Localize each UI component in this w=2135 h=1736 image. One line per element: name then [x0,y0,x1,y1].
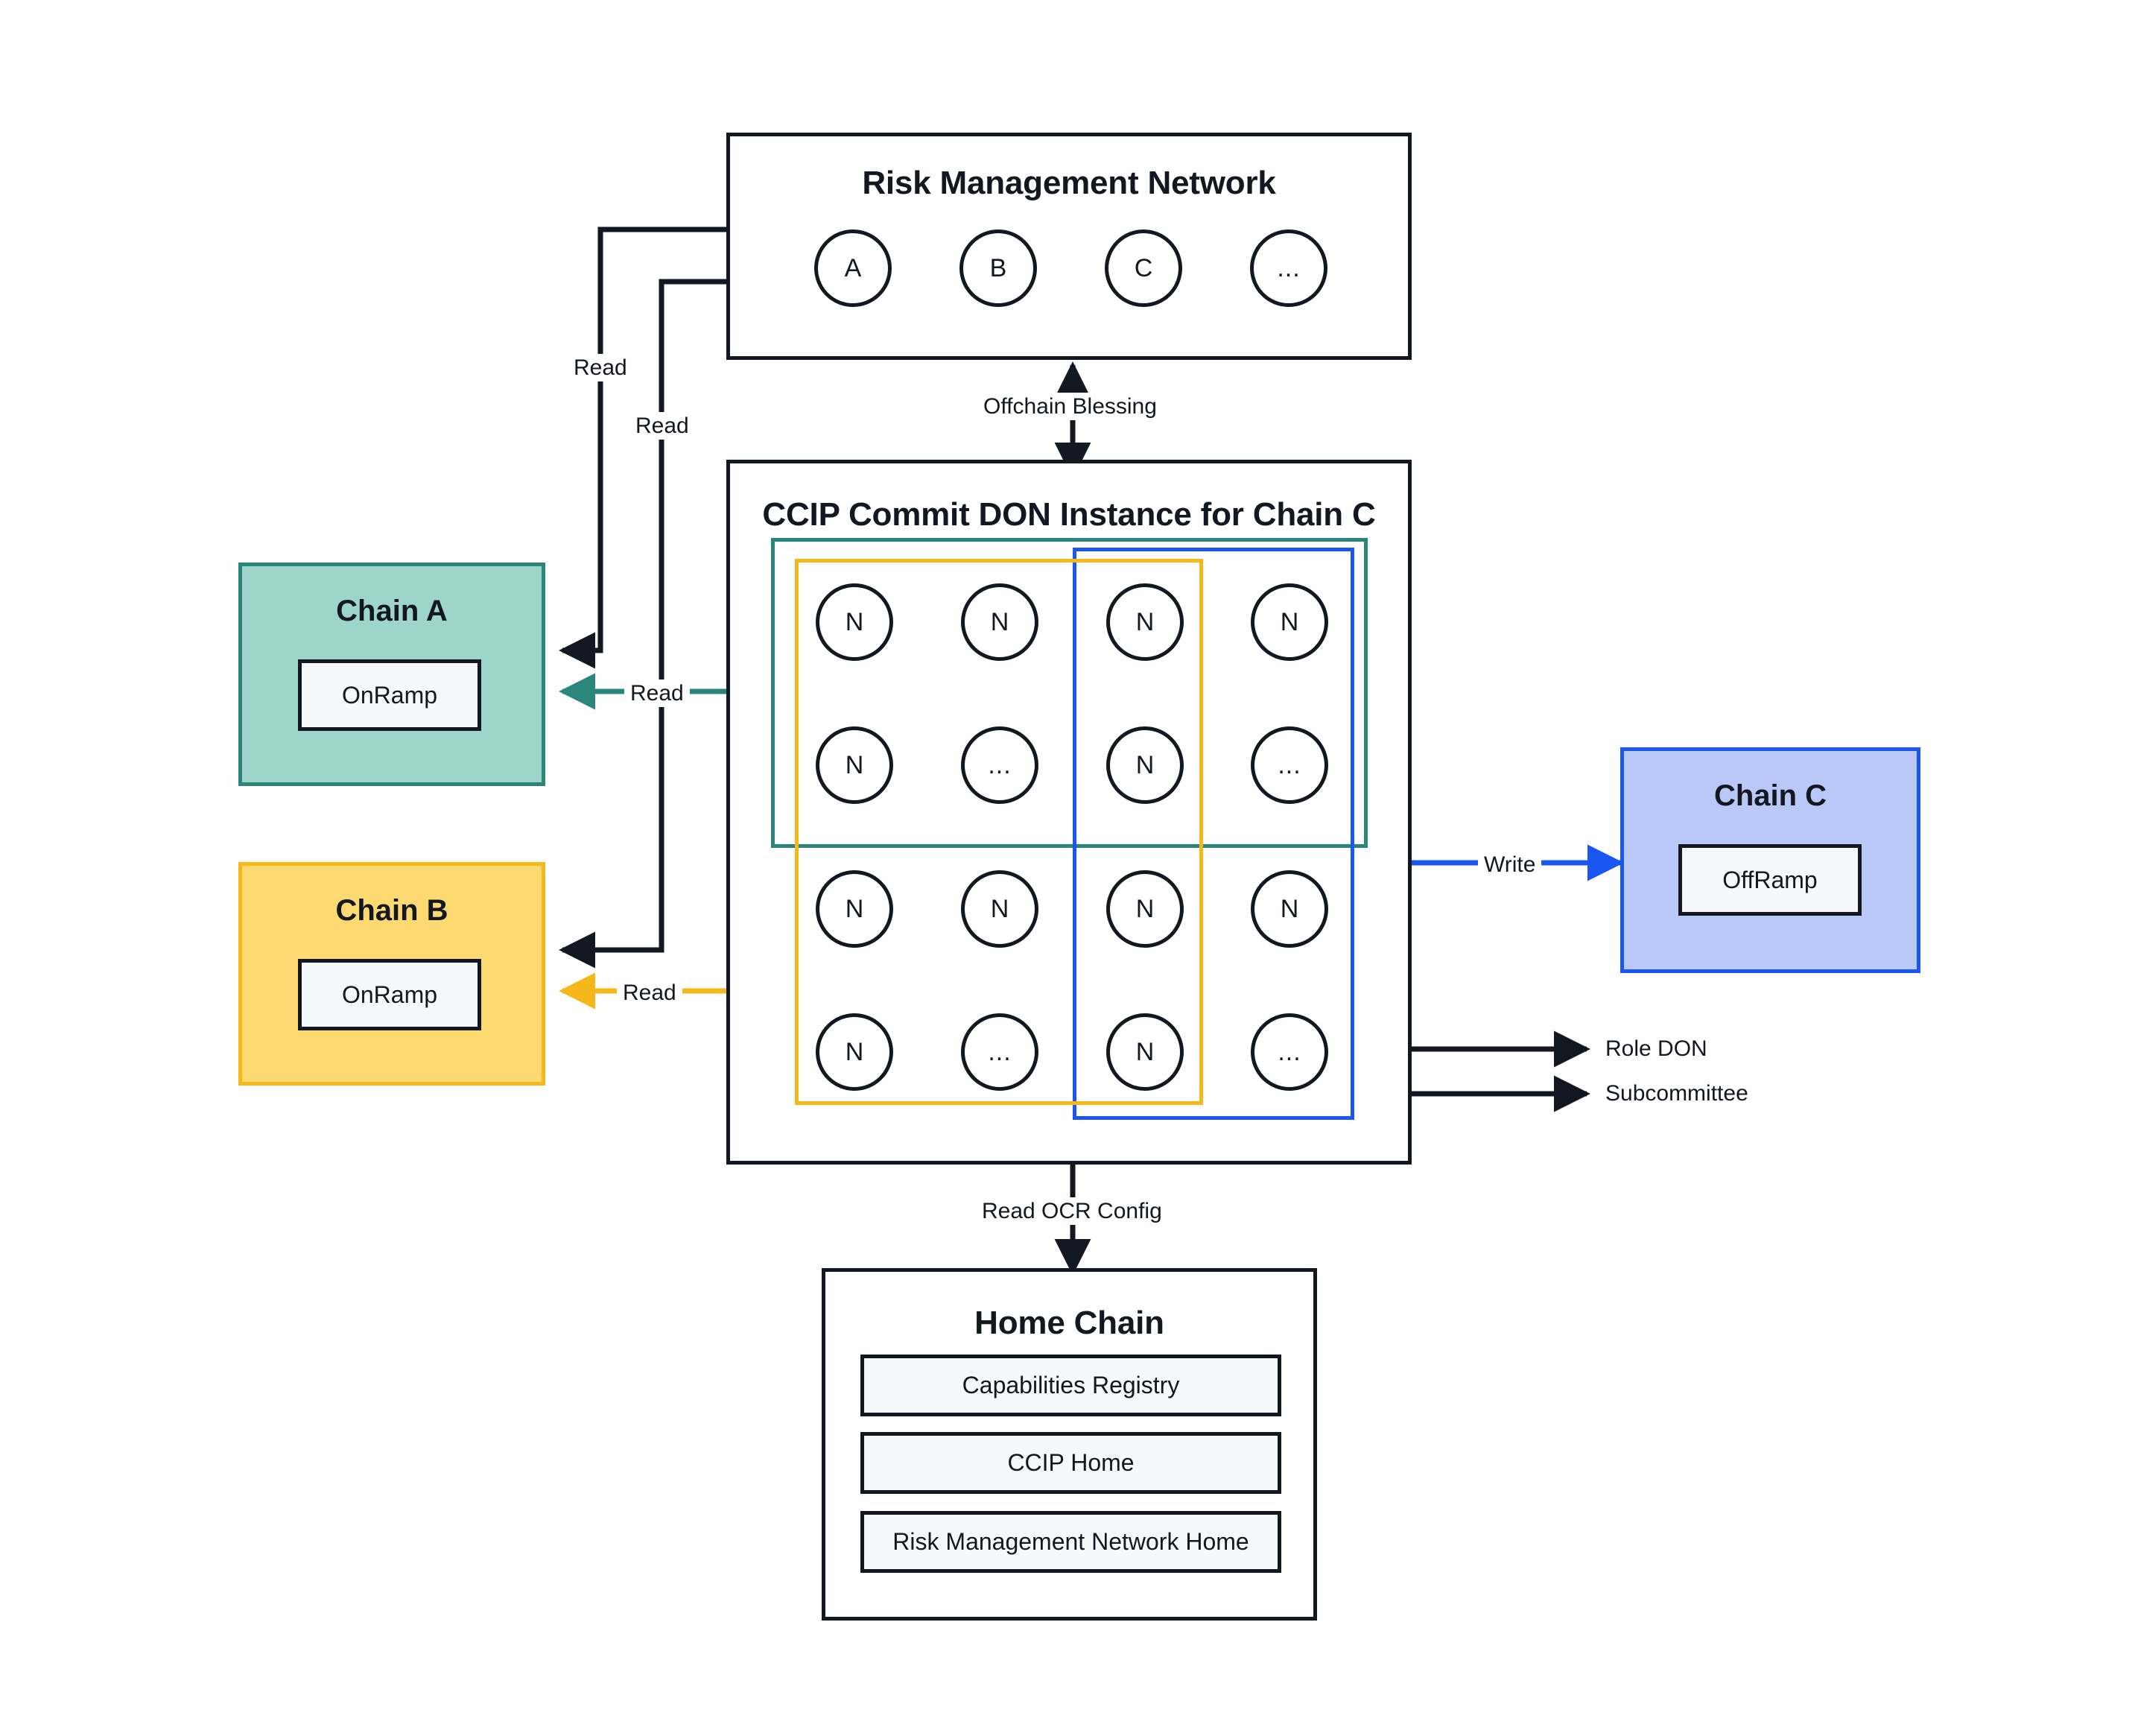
don-node-r1c0: N [816,726,893,804]
edge-rmn-to-chain-b [559,279,726,969]
don-node-r1c1: ... [961,726,1038,804]
chain-a-onramp-chip: OnRamp [298,659,481,731]
blue-group-rect [1073,548,1354,1120]
home-chain-rmn-home: Risk Management Network Home [860,1511,1281,1573]
teal-group-rect [771,538,1368,848]
don-node-r3c2: N [1106,1013,1184,1091]
rmn-node-b: B [959,229,1037,307]
chain-c-title: Chain C [1713,779,1827,812]
don-node-r2c0: N [816,870,893,948]
chain-c-offramp-chip: OffRamp [1678,844,1862,916]
don-node-r0c0: N [816,583,893,661]
don-node-r2c2: N [1106,870,1184,948]
don-node-r3c1: ... [961,1013,1038,1091]
edge-label-read-chain-b-amber: Read [617,979,682,1007]
risk-management-network-title: Risk Management Network [862,165,1276,201]
don-node-r1c3: ... [1251,726,1328,804]
home-chain-capabilities-registry: Capabilities Registry [860,1355,1281,1416]
home-chain-title: Home Chain [974,1305,1164,1341]
edge-label-read-chain-a-teal: Read [624,679,690,707]
don-node-r0c2: N [1106,583,1184,661]
rmn-node-more: ... [1250,229,1327,307]
don-node-r0c3: N [1251,583,1328,661]
chain-b-onramp-chip: OnRamp [298,959,481,1030]
don-node-r0c1: N [961,583,1038,661]
don-node-r2c1: N [961,870,1038,948]
edge-label-offchain-blessing: Offchain Blessing [977,393,1163,420]
chain-a-title: Chain A [336,595,448,627]
don-node-r2c3: N [1251,870,1328,948]
edge-label-read-chain-b-black: Read [629,412,695,440]
chain-b-title: Chain B [335,894,448,927]
label-subcommittee: Subcommittee [1605,1081,1748,1106]
amber-group-rect [795,559,1203,1105]
edge-label-read-chain-a-black: Read [568,354,633,381]
edge-rmn-to-chain-a [559,226,726,669]
rmn-node-c: C [1105,229,1182,307]
edge-label-write-chain-c: Write [1478,851,1542,878]
don-node-r1c2: N [1106,726,1184,804]
don-node-r3c3: ... [1251,1013,1328,1091]
edge-label-read-ocr-config: Read OCR Config [976,1197,1168,1225]
home-chain-ccip-home: CCIP Home [860,1432,1281,1494]
don-node-r3c0: N [816,1013,893,1091]
label-role-don: Role DON [1605,1036,1707,1061]
rmn-node-a: A [814,229,892,307]
commit-don-title: CCIP Commit DON Instance for Chain C [762,496,1376,533]
